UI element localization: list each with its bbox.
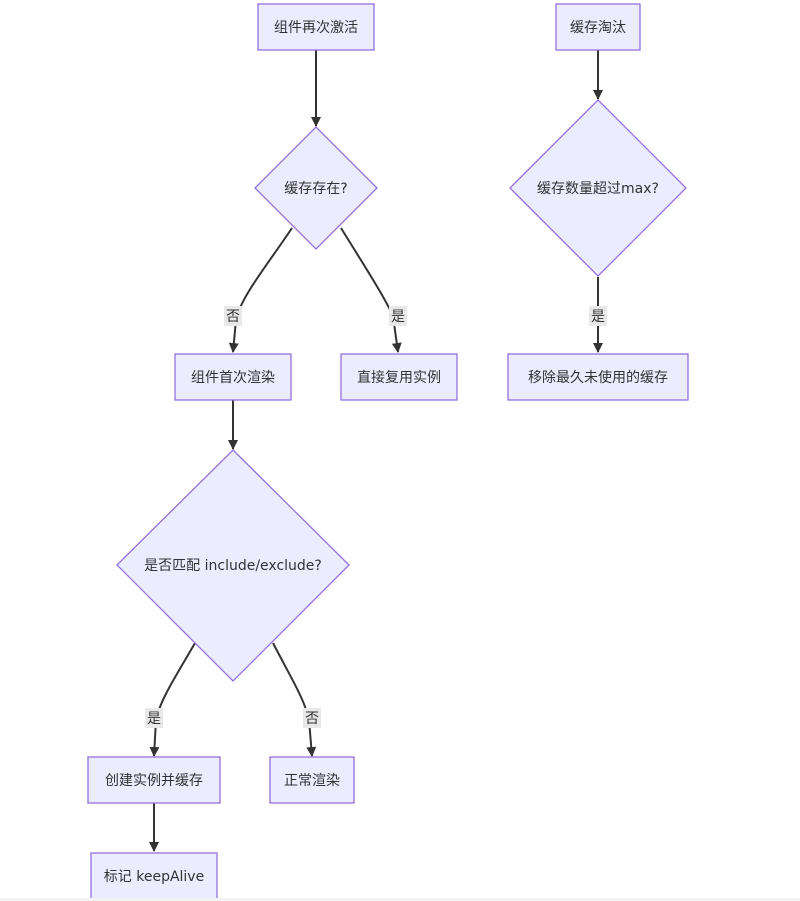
node-first-render: 组件首次渲染	[174, 353, 292, 401]
bottom-edge	[0, 898, 800, 901]
node-match-rule: 是否匹配 include/exclude?	[116, 449, 350, 682]
svg-text:缓存数量超过max?: 缓存数量超过max?	[537, 181, 659, 197]
node-create-and-cache: 创建实例并缓存	[87, 756, 221, 804]
edge-label-no-cache: 否	[224, 306, 242, 326]
svg-text:否: 否	[305, 711, 319, 727]
svg-text:是否匹配 include/exclude?: 是否匹配 include/exclude?	[144, 558, 322, 574]
svg-text:标记 keepAlive: 标记 keepAlive	[104, 869, 204, 885]
svg-text:缓存存在?: 缓存存在?	[284, 181, 347, 197]
edge-label-has-cache: 是	[389, 306, 407, 326]
node-cache-exists: 缓存存在?	[254, 126, 378, 250]
node-mark-keepalive: 标记 keepAlive	[90, 852, 218, 900]
edge-match-to-normal	[272, 642, 317, 757]
node-cache-eviction: 缓存淘汰	[555, 3, 641, 51]
svg-text:缓存淘汰: 缓存淘汰	[570, 20, 626, 36]
edge-label-matched: 是	[145, 708, 163, 728]
svg-text:移除最久未使用的缓存: 移除最久未使用的缓存	[528, 369, 668, 386]
edge-labels: 否 是 是 否 是	[145, 306, 607, 728]
edge-label-not-matched: 否	[303, 708, 321, 728]
svg-text:正常渲染: 正常渲染	[284, 773, 340, 789]
edge-match-to-create	[149, 642, 196, 757]
node-remove-lru: 移除最久未使用的缓存	[507, 353, 689, 401]
svg-text:创建实例并缓存: 创建实例并缓存	[105, 773, 203, 789]
svg-text:直接复用实例: 直接复用实例	[357, 369, 441, 386]
edge-cache-exists-to-first-render	[228, 227, 293, 353]
svg-text:是: 是	[591, 309, 605, 325]
svg-text:是: 是	[391, 309, 405, 325]
nodes: 组件再次激活 缓存存在? 组件首次渲染 直接复用实例 是否匹配 include/…	[87, 3, 689, 900]
svg-text:是: 是	[147, 711, 161, 727]
edge-cache-exists-to-reuse	[340, 227, 402, 353]
svg-text:组件首次渲染: 组件首次渲染	[191, 370, 275, 386]
node-exceeds-max: 缓存数量超过max?	[509, 99, 687, 277]
node-reactivate: 组件再次激活	[257, 3, 375, 51]
svg-text:否: 否	[226, 309, 240, 325]
edge-label-exceeded: 是	[589, 306, 607, 326]
node-normal-render: 正常渲染	[269, 756, 355, 804]
node-reuse-instance: 直接复用实例	[340, 353, 458, 401]
svg-text:组件再次激活: 组件再次激活	[274, 19, 358, 36]
